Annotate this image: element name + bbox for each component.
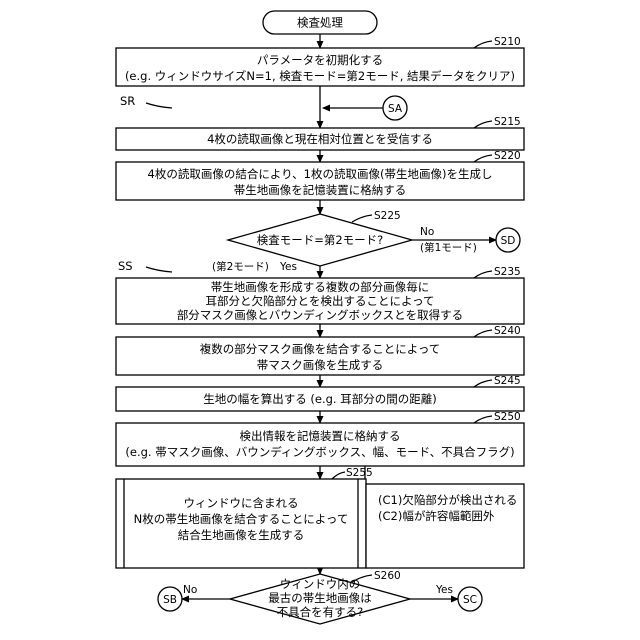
step-s215-line-1: 4枚の読取画像と現在相対位置とを受信する xyxy=(207,132,433,146)
step-s250-line-2: (e.g. 帯マスク画像、バウンディングボックス、幅、モード、不具合フラグ) xyxy=(125,445,514,459)
step-s235-line-3: 部分マスク画像とバウンディングボックスとを取得する xyxy=(177,308,463,322)
decision-s225-no-label: No xyxy=(420,226,434,238)
decision-s225-no-note: (第1モード) xyxy=(420,241,477,254)
decision-s260-yes-label: Yes xyxy=(435,584,453,596)
step-s255-line-3: 結合生地画像を生成する xyxy=(178,528,305,542)
step-s210-line-2: (e.g. ウィンドウサイズN=1, 検査モード=第2モード, 結果データをクリ… xyxy=(125,69,515,83)
decision-s225-text: 検査モード=第2モード? xyxy=(257,233,384,247)
loop-ss-label: SS xyxy=(118,259,133,273)
decision-s260-line-2: 最古の帯生地画像は xyxy=(268,591,372,605)
start-label: 検査処理 xyxy=(297,16,343,30)
step-s235-line-2: 耳部分と欠陥部分とを検出することによって xyxy=(205,294,434,308)
connector-sb-label: SB xyxy=(163,594,177,606)
step-s240-id: S240 xyxy=(494,325,521,337)
step-s210-id: S210 xyxy=(494,36,521,48)
connector-sa-label: SA xyxy=(388,103,403,115)
condition-note-line-2: (C2)幅が許容幅範囲外 xyxy=(378,509,495,523)
step-s255-id: S255 xyxy=(346,467,373,479)
decision-s225-yes-note: (第2モード) xyxy=(212,260,269,273)
step-s220-id: S220 xyxy=(494,150,521,162)
step-s250-line-1: 検出情報を記憶装置に格納する xyxy=(240,429,401,443)
decision-s260-no-label: No xyxy=(183,584,197,596)
step-s220-line-1: 4枚の読取画像の結合により、1枚の読取画像(帯生地画像)を生成し xyxy=(148,167,493,181)
connector-sc-label: SC xyxy=(463,594,477,606)
step-s220-line-2: 帯生地画像を記憶装置に格納する xyxy=(234,183,407,197)
condition-note-line-1: (C1)欠陥部分が検出される xyxy=(378,493,517,507)
step-s240-line-2: 帯マスク画像を生成する xyxy=(257,358,384,372)
connector-sd-label: SD xyxy=(501,235,516,247)
step-s255-line-1: ウィンドウに含まれる xyxy=(184,496,299,510)
step-s245-id: S245 xyxy=(494,375,521,387)
step-s240-line-1: 複数の部分マスク画像を結合することによって xyxy=(200,342,441,356)
step-s215-id: S215 xyxy=(494,116,521,128)
decision-s260-line-1: ウィンドウ内の xyxy=(280,577,361,591)
decision-s225-id: S225 xyxy=(374,210,401,222)
step-s235-line-1: 帯生地画像を形成する複数の部分画像毎に xyxy=(211,280,430,294)
step-s255-line-2: N枚の帯生地画像を結合することによって xyxy=(134,512,349,526)
decision-s225-yes-label: Yes xyxy=(279,261,297,273)
loop-sr-label: SR xyxy=(120,94,135,108)
step-s250-id: S250 xyxy=(494,411,521,423)
step-s235-id: S235 xyxy=(494,266,521,278)
step-s245-line-1: 生地の幅を算出する (e.g. 耳部分の間の距離) xyxy=(203,392,436,406)
step-s210-line-1: パラメータを初期化する xyxy=(257,53,383,67)
decision-s260-line-3: 不具合を有する? xyxy=(277,605,364,619)
decision-s260-id: S260 xyxy=(374,570,401,582)
